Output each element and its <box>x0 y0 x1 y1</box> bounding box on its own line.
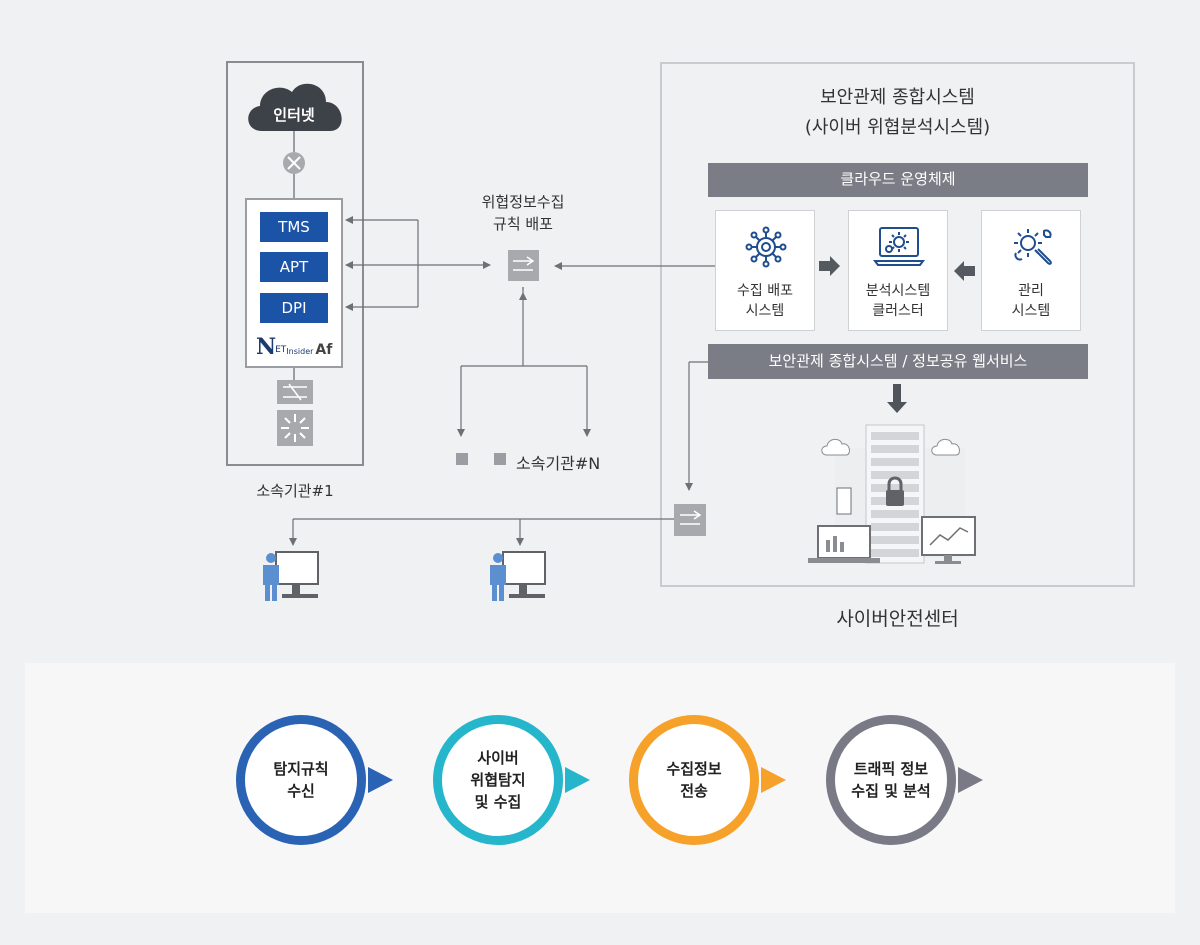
process-text: 수집정보 <box>666 760 722 778</box>
agency-square-2 <box>494 453 506 465</box>
device-tms: TMS <box>260 212 328 242</box>
process-panel <box>25 663 1175 913</box>
system-box-analysis: 분석시스템 클러스터 <box>848 210 948 331</box>
process-text: 사이버 <box>477 749 519 767</box>
center-switch-icon <box>674 504 706 536</box>
process-arrow <box>368 767 393 793</box>
distribution-title-2: 규칙 배포 <box>493 215 553 233</box>
arrow-left <box>954 261 975 281</box>
distribution-title-1: 위협정보수집 <box>481 193 565 211</box>
system-label: 시스템 <box>1011 303 1051 319</box>
switch-icon <box>277 380 313 404</box>
user-workstation-icon <box>263 551 319 601</box>
user-workstation-icon <box>490 551 546 601</box>
center-title-2: (사이버 위협분석시스템) <box>804 117 991 138</box>
system-label: 시스템 <box>745 303 785 319</box>
device-dpi: DPI <box>260 293 328 323</box>
network-gear-icon <box>745 226 787 268</box>
system-label: 관리 <box>1018 283 1044 299</box>
hub-icon <box>277 410 313 446</box>
agency-n-label: 소속기관#N <box>516 454 601 473</box>
process-text: 및 수집 <box>474 793 522 811</box>
cloud-os-bar: 클라우드 운영체제 <box>708 163 1088 197</box>
process-text: 전송 <box>680 782 708 800</box>
process-arrow <box>958 767 983 793</box>
center-title-1: 보안관제 종합시스템 <box>820 87 975 108</box>
cyber-center-box <box>660 62 1135 587</box>
device-apt: APT <box>260 252 328 282</box>
system-label: 수집 배포 <box>737 283 793 299</box>
agency-square-1 <box>456 453 468 465</box>
distribution-switch-icon <box>508 250 539 281</box>
process-arrow <box>761 767 786 793</box>
arrow-down <box>887 384 907 413</box>
wrench-gear-icon <box>1014 229 1052 265</box>
cloud-icon <box>248 83 342 131</box>
system-box-collection: 수집 배포 시스템 <box>715 210 815 331</box>
web-service-bar: 보안관제 종합시스템 / 정보공유 웹서비스 <box>708 344 1088 379</box>
process-text: 수집 및 분석 <box>851 782 931 800</box>
agency-name: 소속기관#1 <box>256 482 334 500</box>
router-icon <box>283 152 305 174</box>
laptop-gear-icon <box>873 227 925 266</box>
arrow-right <box>819 256 840 276</box>
server-rack-icon <box>808 424 976 564</box>
process-arrow <box>565 767 590 793</box>
system-label: 클러스터 <box>872 303 924 319</box>
system-box-management: 관리 시스템 <box>981 210 1081 331</box>
agency-box <box>226 61 364 466</box>
process-text: 트래픽 정보 <box>853 760 929 778</box>
center-name: 사이버안전센터 <box>836 608 959 630</box>
internet-label: 인터넷 <box>273 106 315 124</box>
system-label: 분석시스템 <box>865 283 931 299</box>
process-text: 탐지규칙 <box>273 760 329 778</box>
process-text: 위협탐지 <box>470 771 526 789</box>
process-text: 수신 <box>287 782 315 800</box>
